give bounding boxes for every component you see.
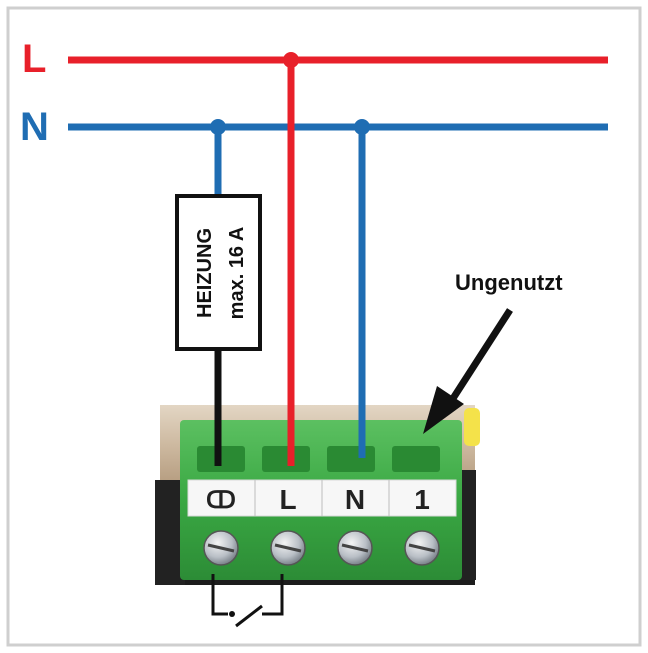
neutral-junction-dot-heater xyxy=(210,119,226,135)
arrow-shaft xyxy=(449,308,513,402)
terminal-label-n: N xyxy=(345,484,365,515)
terminal-block-photo: ↀ L N 1 xyxy=(155,405,480,585)
heater-box-frame xyxy=(175,194,262,351)
heater-label-line1: HEIZUNG xyxy=(194,228,216,318)
switch-right-leg xyxy=(262,574,284,616)
terminal-screws xyxy=(203,530,440,566)
unused-terminal-label: Ungenutzt xyxy=(455,270,563,295)
screw-slot xyxy=(408,543,436,553)
unused-terminal-arrow xyxy=(423,308,513,434)
terminal-label-heater-symbol: ↀ xyxy=(206,487,236,514)
terminal-clamp-openings xyxy=(197,446,440,472)
live-junction-dot xyxy=(283,52,299,68)
screw-slot xyxy=(274,543,302,553)
screw-slot xyxy=(341,543,369,553)
switch-symbol xyxy=(211,574,284,628)
clamp-opening xyxy=(327,446,375,472)
neutral-line-label: N xyxy=(20,105,49,149)
terminal-label-l: L xyxy=(279,484,296,515)
switch-left-leg xyxy=(211,574,228,616)
arrow-head xyxy=(423,386,464,434)
heater-label-line2: max. 16 A xyxy=(226,227,248,320)
heater-box: HEIZUNG max. 16 A xyxy=(175,194,262,351)
clamp-opening xyxy=(392,446,440,472)
yellow-component xyxy=(464,408,480,446)
screw-slot xyxy=(207,543,235,553)
neutral-junction-dot-terminal xyxy=(354,119,370,135)
clamp-opening xyxy=(262,446,310,472)
switch-blade xyxy=(235,604,263,628)
terminal-label-1: 1 xyxy=(414,484,430,515)
switch-contact xyxy=(229,611,235,617)
live-line-label: L xyxy=(22,37,46,81)
